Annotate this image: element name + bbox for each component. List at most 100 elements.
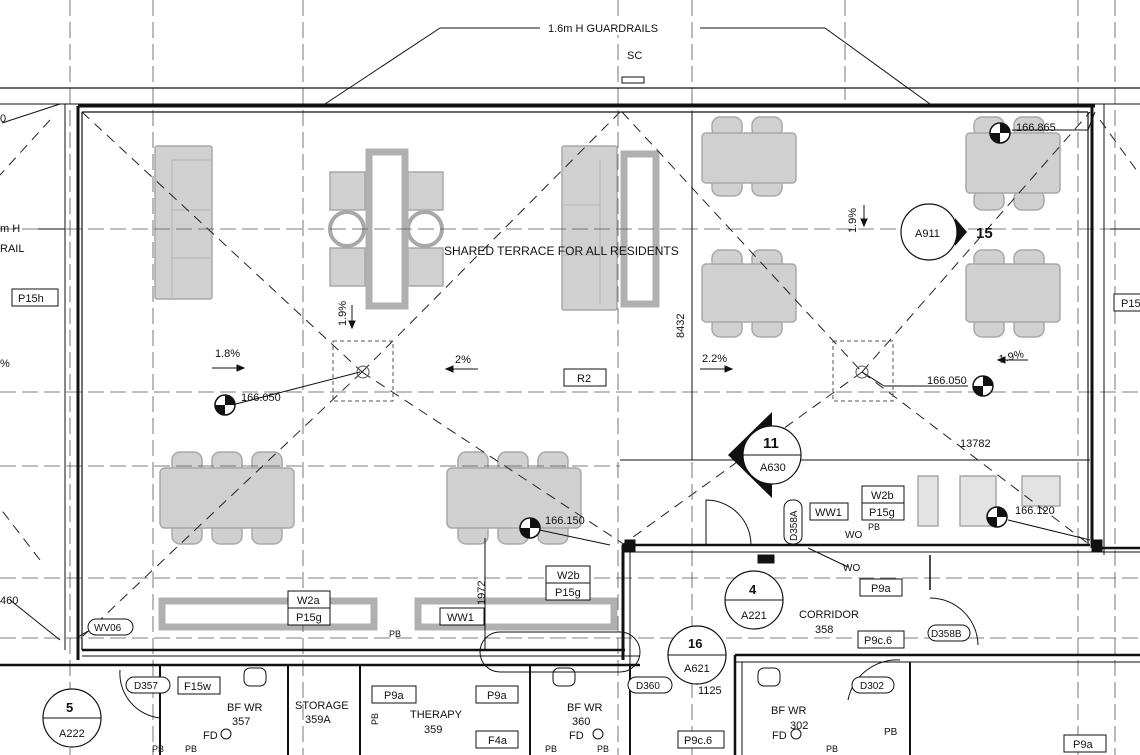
slope-arrows (212, 76, 1028, 373)
door-tag-label: WV06 (94, 623, 122, 634)
fixtures (220, 667, 802, 740)
door-tag-label: D302 (860, 681, 884, 692)
pb-label: PB (185, 744, 197, 754)
room-name: CORRIDOR (799, 609, 859, 621)
room-number: 357 (232, 716, 250, 728)
room-name: BF WR (567, 702, 602, 714)
level-markers (214, 122, 1011, 539)
level-label: 166.865 (1016, 122, 1056, 134)
tag-label: P9a (487, 690, 507, 702)
tag-label: P9a (1073, 739, 1093, 751)
sc-label: SC (627, 50, 642, 62)
section-marker[interactable]: 11 A630 (728, 412, 802, 498)
section-marker[interactable]: A911 15 (900, 203, 993, 261)
leader-lines (1, 27, 1140, 650)
level-label: 166.150 (545, 515, 585, 527)
room-name: THERAPY (410, 709, 463, 721)
tag-label: P15g (869, 507, 895, 519)
tag-label: WW1 (447, 612, 474, 624)
pb-label: PB (152, 744, 164, 754)
tag-boxes: P15h R2 W2a P15g WW1 W2b P15g WW1 W2b P1… (11, 288, 1140, 753)
fd-label: FD (772, 730, 787, 742)
guardrail-note-top: 1.6m H GUARDRAILS (548, 23, 658, 35)
slope-label: 1.9% (847, 208, 859, 233)
section-marker[interactable]: 5 A222 (42, 688, 102, 748)
section-marker[interactable]: 4 A221 (724, 570, 784, 630)
slope-labels: 1.8% 1.9% 2% 2.2% 1.9% 1.9% (215, 208, 1025, 366)
slope-label: 2.2% (702, 353, 727, 365)
pb-label: PB (597, 744, 609, 754)
tag-label: P9c.6 (684, 735, 712, 747)
wo-label: WO (845, 530, 862, 541)
door-tag-label: D360 (636, 681, 660, 692)
room-name: STORAGE (295, 700, 349, 712)
door-tag-label: D357 (134, 681, 158, 692)
slope-label: 1.9% (337, 301, 349, 326)
dimension-8432: 8432 (675, 314, 687, 338)
door-tag-label: D358B (931, 629, 962, 640)
marker-number: 4 (749, 582, 757, 597)
dimension-13782: 13782 (960, 438, 991, 450)
dimension-1972: 1972 (476, 581, 488, 605)
tag-label: W2b (557, 570, 580, 582)
room-number: 302 (790, 720, 808, 732)
room-number: 358 (815, 624, 833, 636)
edge-label-pct: % (0, 358, 10, 370)
guardrail-note-left-1: m H (0, 223, 20, 235)
tag-label: WW1 (815, 507, 842, 519)
tag-label: F4a (488, 735, 508, 747)
edge-label-0: 0 (0, 113, 6, 125)
pb-label: PB (884, 727, 898, 738)
room-name: BF WR (227, 702, 262, 714)
tag-label: W2b (871, 490, 894, 502)
level-label: 166.120 (1015, 505, 1055, 517)
small-labels: PB PB PB PB PB PB PB PB PB FD FD FD WO W… (152, 522, 898, 754)
room-labels: BF WR 357 STORAGE 359A THERAPY 359 BF WR… (227, 609, 859, 736)
dimension-labels: 8432 13782 1972 1125 (476, 314, 991, 697)
room-number: 360 (572, 716, 590, 728)
dimension-1125: 1125 (698, 685, 722, 697)
drainage-lines (0, 111, 1140, 638)
section-marker[interactable]: 16 A621 (667, 625, 727, 685)
drain-symbols (332, 340, 894, 402)
pb-label: PB (370, 713, 380, 725)
marker-sheet: A221 (741, 610, 767, 622)
wo-label: WO (843, 563, 860, 574)
marker-sheet: A630 (760, 462, 786, 474)
tag-label: P15h (18, 293, 44, 305)
callout-texts: 1.6m H GUARDRAILS m H RAIL SC SHARED TER… (0, 19, 679, 607)
tag-label: P15g (296, 612, 322, 624)
slope-label: 1.9% (998, 348, 1025, 366)
pb-label: PB (868, 522, 880, 532)
pb-label: PB (545, 744, 557, 754)
tag-label: W2a (297, 595, 321, 607)
tag-label: F15w (184, 681, 211, 693)
pb-label: PB (389, 629, 401, 639)
tag-label: P9a (384, 690, 404, 702)
door-tags: WV06 D357 D360 D302 D358B D358A (87, 499, 971, 694)
furniture (154, 116, 1061, 631)
tag-label: R2 (577, 373, 591, 385)
level-label: 166.050 (241, 392, 281, 404)
room-number: 359 (424, 724, 442, 736)
fd-label: FD (203, 730, 218, 742)
pb-label: PB (826, 744, 838, 754)
slope-label: 2% (455, 354, 471, 366)
terrace-label: SHARED TERRACE FOR ALL RESIDENTS (444, 244, 679, 258)
tag-label: P9a (871, 583, 891, 595)
room-name: BF WR (771, 705, 806, 717)
marker-number: 5 (66, 700, 73, 715)
tag-label: P15g (555, 587, 581, 599)
marker-sheet: A621 (684, 663, 710, 675)
guardrail-note-left-2: RAIL (0, 243, 24, 255)
tag-label: P9c.6 (864, 635, 892, 647)
fd-label: FD (569, 730, 584, 742)
level-labels: 166.050 166.150 166.865 166.050 166.120 (241, 122, 1056, 527)
marker-sheet: A222 (59, 728, 85, 740)
marker-sheet: A911 (915, 228, 940, 240)
marker-number: 16 (688, 636, 702, 651)
door-tag-label: D358A (789, 510, 800, 541)
marker-number: 11 (763, 435, 779, 452)
